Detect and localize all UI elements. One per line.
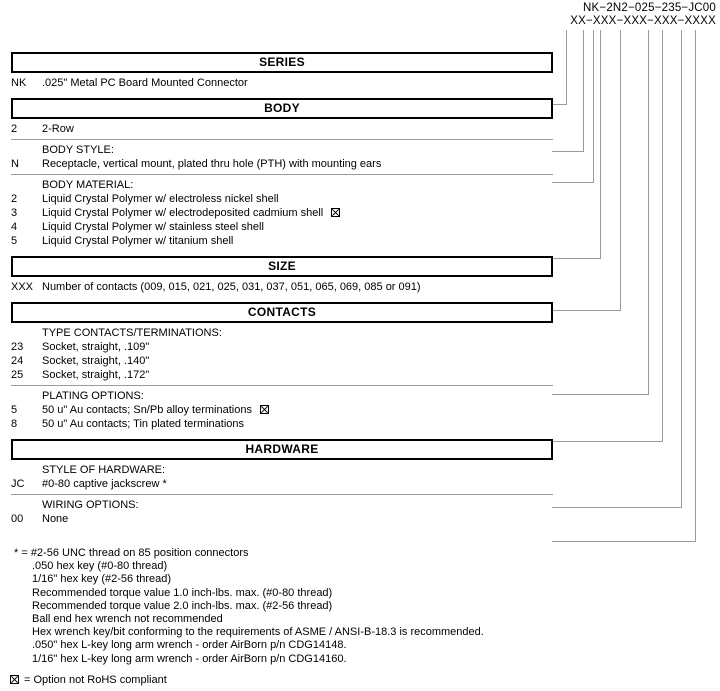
rohs-legend-text: = Option not RoHS compliant [24, 674, 167, 686]
subsection-title: STYLE OF HARDWARE: [42, 464, 166, 476]
option-code: 2 [11, 123, 18, 135]
option-sections: SERIES NK .025" Metal PC Board Mounted C… [11, 52, 553, 529]
subsection-plating: PLATING OPTIONS: 5 50 u" Au contacts; Sn… [11, 385, 553, 434]
section-hardware: HARDWARE STYLE OF HARDWARE: JC #0-80 cap… [11, 439, 553, 529]
option-text: Liquid Crystal Polymer w/ stainless stee… [42, 221, 264, 233]
option-row[interactable]: 5 Liquid Crystal Polymer w/ titanium she… [11, 234, 553, 248]
subsection-title: BODY MATERIAL: [42, 179, 134, 191]
option-code: XXX [11, 281, 34, 293]
rohs-noncompliant-icon [331, 208, 341, 217]
option-row[interactable]: 4 Liquid Crystal Polymer w/ stainless st… [11, 220, 553, 234]
option-text: Liquid Crystal Polymer w/ electrodeposit… [42, 206, 341, 220]
footnote-line: Recommended torque value 1.0 inch-lbs. m… [32, 586, 333, 599]
leader-hardware-style [552, 30, 682, 508]
option-code: 4 [11, 221, 18, 233]
option-row[interactable]: 3 Liquid Crystal Polymer w/ electrodepos… [11, 206, 553, 220]
option-code: 5 [11, 404, 18, 416]
leader-body-row [552, 30, 584, 152]
footnote-line: .050" hex L-key long arm wrench - order … [32, 639, 347, 652]
option-row[interactable]: 00 None [11, 512, 553, 526]
subsection-wiring: WIRING OPTIONS: 00 None [11, 494, 553, 529]
section-header-contacts: CONTACTS [11, 302, 553, 323]
subsection-title: PLATING OPTIONS: [42, 390, 144, 402]
option-row[interactable]: 2 2-Row [11, 122, 553, 136]
option-row[interactable]: 24 Socket, straight, .140" [11, 354, 553, 368]
subsection-series-root: NK .025" Metal PC Board Mounted Connecto… [11, 73, 553, 93]
rohs-noncompliant-icon [259, 405, 269, 414]
option-code: N [11, 158, 19, 170]
leader-wiring [552, 30, 696, 542]
subsection-title: TYPE CONTACTS/TERMINATIONS: [42, 327, 222, 339]
option-row[interactable]: 25 Socket, straight, .172" [11, 368, 553, 382]
subsection-title: WIRING OPTIONS: [42, 499, 139, 511]
option-text: Number of contacts (009, 015, 021, 025, … [42, 281, 421, 293]
section-series: SERIES NK .025" Metal PC Board Mounted C… [11, 52, 553, 93]
option-row[interactable]: 23 Socket, straight, .109" [11, 340, 553, 354]
option-row[interactable]: JC #0-80 captive jackscrew * [11, 477, 553, 491]
subsection-title: BODY STYLE: [42, 144, 114, 156]
footnote-line: .050 hex key (#0-80 thread) [32, 560, 168, 573]
footnote-line: Hex wrench key/bit conforming to the req… [32, 626, 484, 639]
part-number-example: NK−2N2−025−235−JC00 [583, 2, 716, 14]
section-contacts: CONTACTS TYPE CONTACTS/TERMINATIONS: 23 … [11, 302, 553, 434]
leader-plating [552, 30, 663, 442]
subsection-hardware-style: STYLE OF HARDWARE: JC #0-80 captive jack… [11, 460, 553, 494]
option-text: Socket, straight, .140" [42, 355, 150, 367]
footnote-line: 1/16" hex key (#2-56 thread) [32, 573, 172, 586]
option-code: 8 [11, 418, 18, 430]
part-number-mask: XX−XXX−XXX−XXX−XXXX [570, 15, 716, 27]
subsection-body-material: BODY MATERIAL: 2 Liquid Crystal Polymer … [11, 174, 553, 251]
section-size: SIZE XXX Number of contacts (009, 015, 0… [11, 256, 553, 297]
option-text: 2-Row [42, 123, 74, 135]
option-code: 24 [11, 355, 24, 367]
option-text: Liquid Crystal Polymer w/ electroless ni… [42, 193, 279, 205]
subsection-size-root: XXX Number of contacts (009, 015, 021, 0… [11, 277, 553, 297]
section-header-body: BODY [11, 98, 553, 119]
option-row[interactable]: 2 Liquid Crystal Polymer w/ electroless … [11, 192, 553, 206]
option-text: Socket, straight, .109" [42, 341, 150, 353]
leader-size [552, 30, 621, 311]
option-code: 00 [11, 513, 24, 525]
option-text: None [42, 513, 69, 525]
section-body: BODY 2 2-Row BODY STYLE: N Receptacle, v… [11, 98, 553, 251]
option-text: .025" Metal PC Board Mounted Connector [42, 77, 248, 89]
option-text: 50 u" Au contacts; Sn/Pb alloy terminati… [42, 403, 269, 417]
option-code: JC [11, 478, 25, 490]
leader-body-material [552, 30, 601, 259]
subsection-body-style: BODY STYLE: N Receptacle, vertical mount… [11, 139, 553, 174]
leader-contacts-type [552, 30, 649, 395]
option-row[interactable]: 5 50 u" Au contacts; Sn/Pb alloy termina… [11, 403, 553, 417]
subsection-body-row: 2 2-Row [11, 119, 553, 139]
leader-series [552, 30, 567, 105]
footnotes-block: * = #2-56 UNC thread on 85 position conn… [14, 547, 634, 666]
footnote-line: * = #2-56 UNC thread on 85 position conn… [14, 547, 249, 559]
option-code: 23 [11, 341, 24, 353]
option-code: 3 [11, 207, 18, 219]
option-code: NK [11, 77, 27, 89]
section-header-size: SIZE [11, 256, 553, 277]
section-header-series: SERIES [11, 52, 553, 73]
section-header-hardware: HARDWARE [11, 439, 553, 460]
option-text: 50 u" Au contacts; Tin plated terminatio… [42, 418, 245, 430]
option-code: 5 [11, 235, 18, 247]
option-text: Liquid Crystal Polymer w/ titanium shell [42, 235, 234, 247]
option-row[interactable]: 8 50 u" Au contacts; Tin plated terminat… [11, 417, 553, 431]
footnote-line: Ball end hex wrench not recommended [32, 613, 223, 626]
option-code: 2 [11, 193, 18, 205]
subsection-contact-type: TYPE CONTACTS/TERMINATIONS: 23 Socket, s… [11, 323, 553, 385]
part-number-block: NK−2N2−025−235−JC00 XX−XXX−XXX−XXX−XXXX [0, 2, 716, 28]
option-text: Socket, straight, .172" [42, 369, 150, 381]
footnote-line: Recommended torque value 2.0 inch-lbs. m… [32, 599, 333, 612]
option-code: 25 [11, 369, 24, 381]
option-text: Receptacle, vertical mount, plated thru … [42, 158, 382, 170]
option-text: #0-80 captive jackscrew * [42, 478, 167, 490]
rohs-noncompliant-icon [10, 675, 19, 684]
option-row[interactable]: N Receptacle, vertical mount, plated thr… [11, 157, 553, 171]
leader-body-style [552, 30, 594, 183]
option-row[interactable]: NK .025" Metal PC Board Mounted Connecto… [11, 76, 553, 90]
option-row[interactable]: XXX Number of contacts (009, 015, 021, 0… [11, 280, 553, 294]
footnote-line: 1/16" hex L-key long arm wrench - order … [32, 652, 347, 665]
rohs-legend: = Option not RoHS compliant [10, 674, 167, 687]
